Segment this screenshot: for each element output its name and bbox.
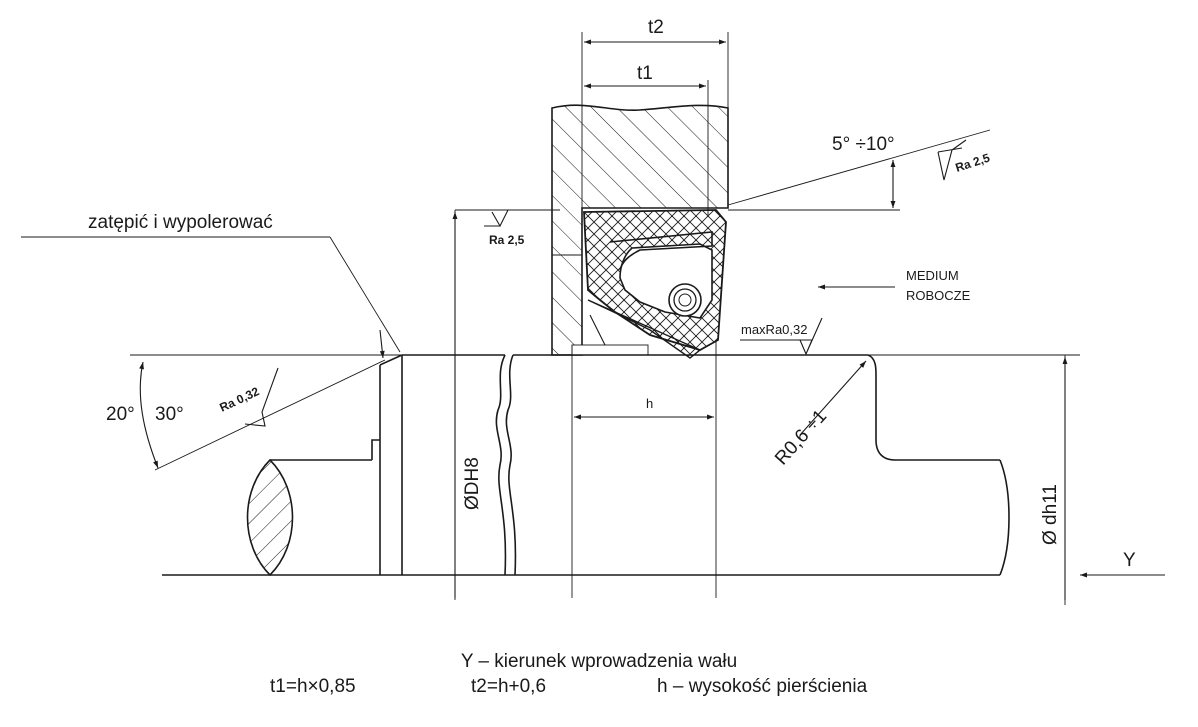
label-t2: t2 [648,17,664,38]
label-h: h [646,396,653,411]
dimension-angle-5-10: 5° ÷10° [832,134,896,208]
label-bore-diameter: ØDH8 [462,457,483,510]
roughness-symbol-top: Ra 2,5 [937,139,992,181]
label-angle-30: 30° [155,404,184,425]
dimension-t1: t1 [584,63,706,89]
shaft [162,354,1010,577]
caption: Y – kierunek wprowadzenia wału t1=h×0,85… [270,651,868,697]
dimension-shaft: Ø dh11 [1040,357,1068,600]
label-ra-25-left: Ra 2,5 [489,233,525,247]
housing [551,104,729,356]
dimension-h: h [574,396,714,420]
medium-note: MEDIUM ROBOCZE [818,268,971,303]
caption-t1-formula: t1=h×0,85 [270,676,356,697]
extension-lines [21,32,1080,605]
caption-t2-formula: t2=h+0,6 [471,676,546,697]
caption-h-legend: h – wysokość pierścienia [657,676,868,697]
label-robocze: ROBOCZE [906,288,971,303]
label-ra-25-top: Ra 2,5 [954,151,992,175]
label-ra-032: Ra 0,32 [217,384,261,415]
label-max-ra: maxRa0,32 [741,322,807,337]
label-medium: MEDIUM [906,268,959,283]
label-radius: R0,6 ÷1 [771,406,831,469]
roughness-symbol-chamfer: Ra 0,32 [217,367,279,427]
label-shaft-diameter: Ø dh11 [1040,484,1061,545]
dimension-angle-20-30: 20° 30° [106,329,385,469]
label-angle-20: 20° [106,404,135,425]
label-direction: Y [1123,550,1136,571]
caption-direction: Y – kierunek wprowadzenia wału [461,651,737,672]
seal-ring [571,209,727,359]
label-angle-range: 5° ÷10° [832,134,895,155]
dimension-bore: ØDH8 [452,212,483,598]
instruction-text: zatępić i wypolerować [88,212,273,233]
label-t1: t1 [637,63,653,84]
dimension-t2: t2 [584,17,726,45]
insertion-direction: Y [1080,550,1165,578]
roughness-symbol-max: maxRa0,32 [740,317,823,356]
roughness-symbol-bore: Ra 2,5 [484,209,525,247]
dimension-radius: R0,6 ÷1 [771,360,867,469]
